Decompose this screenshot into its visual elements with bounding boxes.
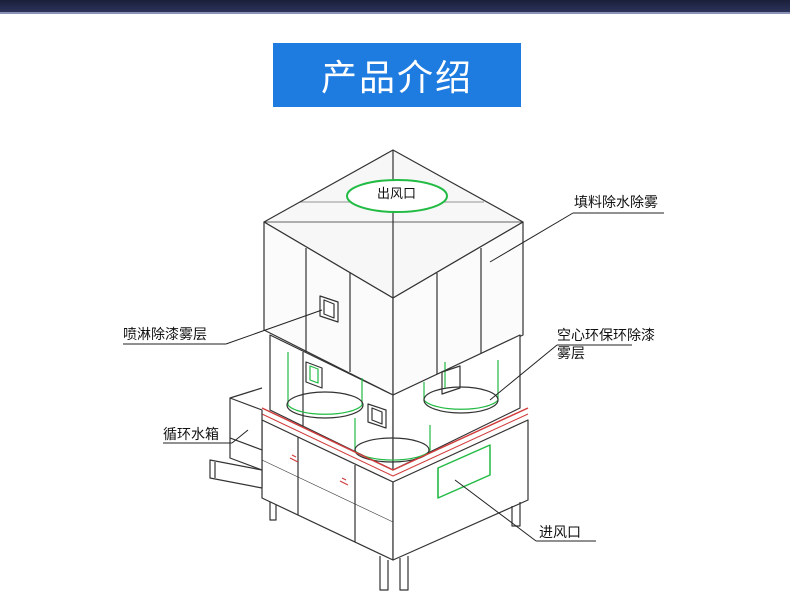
outlet-opening (346, 179, 448, 213)
inlet-opening (437, 444, 491, 499)
top-bar-divider (0, 12, 790, 14)
label-water-tank: 循环水箱 (163, 427, 219, 443)
inspection-windows (305, 295, 461, 429)
label-inlet: 进风口 (539, 525, 581, 541)
page-title: 产品介绍 (273, 43, 521, 107)
leader-lines (123, 212, 664, 542)
middle-section (269, 334, 521, 471)
water-tank (209, 387, 263, 489)
label-packing-demist: 填料除水除雾 (574, 195, 658, 211)
label-spray-layer: 喷淋除漆雾层 (123, 327, 207, 343)
spray-towers (286, 352, 499, 463)
label-hollow-ring-layer: 空心环保环除漆雾层 (557, 328, 655, 362)
label-outlet: 出风口 (377, 187, 417, 202)
top-bar (0, 0, 790, 12)
